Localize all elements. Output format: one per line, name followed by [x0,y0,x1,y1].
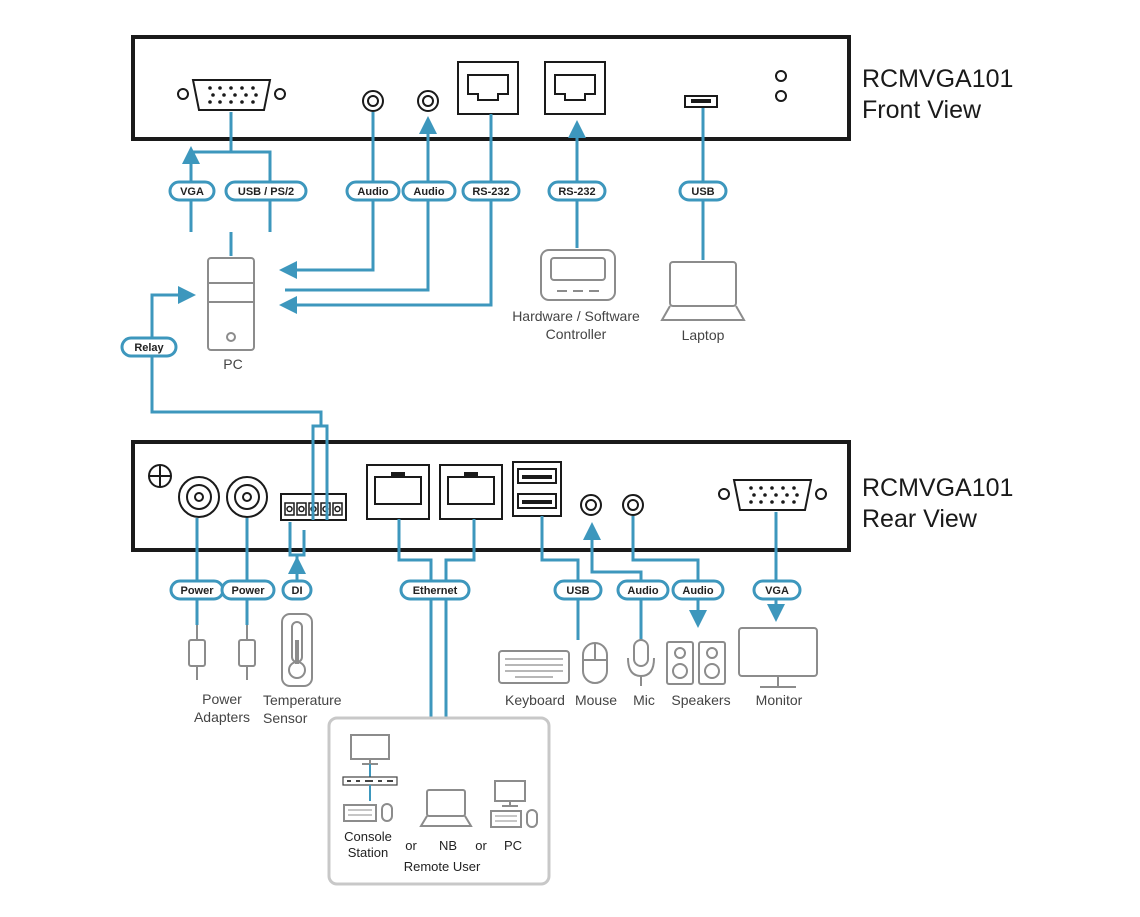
pill-di: DI [281,579,313,601]
power-adapter-icon-1 [188,625,206,680]
power-caption-1: Power [202,691,242,707]
laptop-icon [660,261,746,321]
rear-power-jack-2 [226,476,268,518]
front-model-title: RCMVGA101 [862,65,1013,93]
pill-audio-front-2: Audio [401,180,457,202]
temp-caption-1: Temperature [263,692,342,708]
front-rs232-port-1 [457,61,519,115]
remote-user-caption: Remote User [404,859,481,874]
front-audio-jack-2 [417,90,439,112]
pill-audio-front-1: Audio [345,180,401,202]
front-rs232-port-2 [544,61,606,115]
svg-text:USB: USB [691,186,714,198]
rear-panel [131,440,851,552]
or-text-2: or [475,838,487,853]
notebook-icon [419,789,473,827]
rear-audio-jack-1 [580,494,602,516]
keyboard-icon [498,650,570,684]
controller-caption-2: Controller [546,326,607,342]
monitor-icon [738,627,818,688]
pill-rs232-2: RS-232 [547,180,607,202]
rear-audio-jack-2 [622,494,644,516]
svg-text:RS-232: RS-232 [558,186,595,198]
svg-text:RS-232: RS-232 [472,186,509,198]
remote-pc-icon [490,780,538,828]
mouse-caption: Mouse [575,692,617,708]
pill-rs232-1: RS-232 [461,180,521,202]
power-adapter-icon-2 [238,625,256,680]
remote-pc-caption: PC [504,838,522,853]
speakers-icon [666,641,726,685]
rear-usb-ports [512,461,562,517]
pill-power-1: Power [169,579,225,601]
front-view-title: Front View [862,96,982,124]
mouse-icon [582,642,608,684]
pill-vga-rear: VGA [752,579,802,601]
pill-audio-rear-1: Audio [616,579,670,601]
nb-caption: NB [439,838,457,853]
pill-usb-front: USB [678,180,728,202]
svg-text:Audio: Audio [357,186,388,198]
front-vga-port [177,79,286,111]
laptop-caption: Laptop [682,327,725,343]
pill-ethernet: Ethernet [399,579,471,601]
rear-ethernet-port-2 [439,464,503,520]
svg-text:Ethernet: Ethernet [413,585,458,597]
pc-caption: PC [223,356,242,372]
power-caption-2: Adapters [194,709,250,725]
mic-caption: Mic [633,692,655,708]
controller-caption-1: Hardware / Software [512,308,640,324]
rear-view-title: Rear View [862,505,978,533]
remote-user-box: Console Station or NB or PC Remote User [327,716,551,886]
pill-usb-rear: USB [553,579,603,601]
svg-text:Audio: Audio [413,186,444,198]
pill-usb-ps2: USB / PS/2 [224,180,308,202]
monitor-caption: Monitor [756,692,803,708]
svg-text:USB / PS/2: USB / PS/2 [238,186,294,198]
rear-model-title: RCMVGA101 [862,474,1013,502]
svg-text:VGA: VGA [180,186,204,198]
thermometer-icon [281,613,313,687]
console-caption-1: Console [344,829,392,844]
controller-icon [540,249,616,301]
ground-screw-icon [148,464,172,488]
svg-text:Audio: Audio [682,585,713,597]
front-audio-jack-1 [362,90,384,112]
svg-text:Audio: Audio [627,585,658,597]
or-text-1: or [405,838,417,853]
relay-cable-lower [150,360,329,520]
front-leds [775,70,787,102]
svg-text:VGA: VGA [765,585,789,597]
svg-text:USB: USB [566,585,589,597]
temp-caption-2: Sensor [263,710,308,726]
svg-text:Power: Power [231,585,265,597]
pill-audio-rear-2: Audio [671,579,725,601]
speakers-caption: Speakers [671,692,730,708]
pc-tower-icon [207,257,255,351]
rear-vga-port [718,479,827,511]
pill-relay: Relay [120,336,178,358]
pill-power-2: Power [220,579,276,601]
rear-power-jack-1 [178,476,220,518]
front-usb-port [684,95,718,108]
pill-vga-front: VGA [168,180,216,202]
keyboard-caption: Keyboard [505,692,565,708]
svg-text:DI: DI [292,585,303,597]
console-caption-2: Station [348,845,388,860]
microphone-icon [627,639,655,686]
svg-text:Power: Power [180,585,214,597]
svg-text:Relay: Relay [134,342,164,354]
console-station-icon [342,734,398,822]
